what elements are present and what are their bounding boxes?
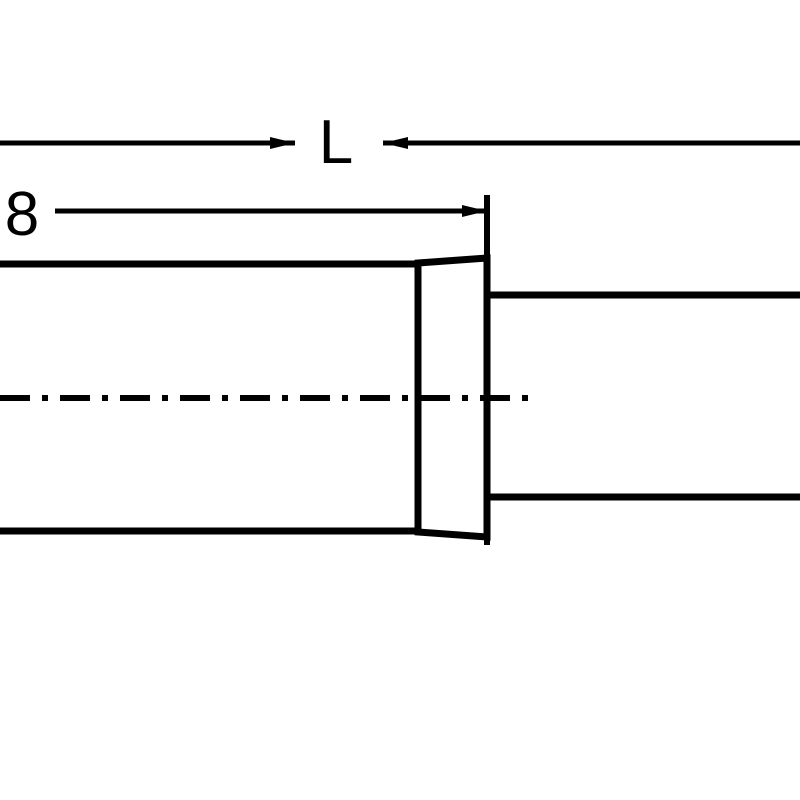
main-tube-body — [0, 260, 420, 535]
insert-length-label: 8 — [5, 180, 39, 249]
overall-length-label: L — [319, 108, 353, 177]
flange-collar-outline — [414, 254, 491, 541]
dimension-overall-length: L — [0, 108, 800, 177]
spigot-shaft — [487, 291, 800, 501]
flange-collar — [414, 254, 491, 541]
dimension-insert-length: 8 — [5, 180, 487, 249]
